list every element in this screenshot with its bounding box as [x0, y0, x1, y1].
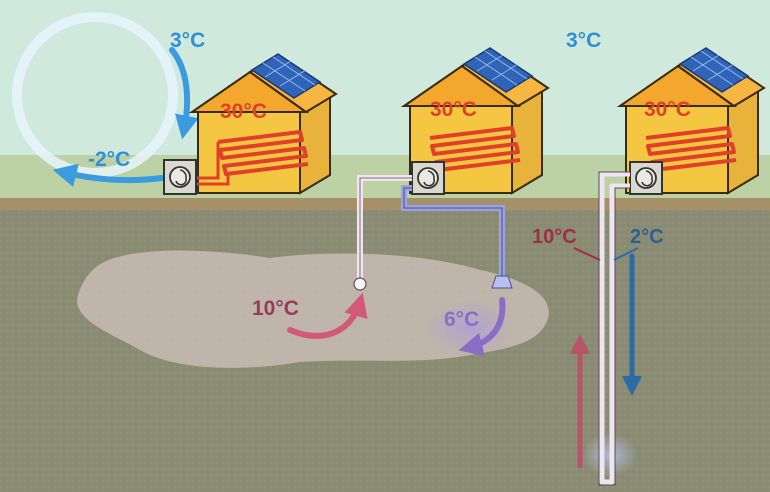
- air-circulation-ring: [12, 12, 178, 178]
- floor-temp-house2-label: 30°C: [430, 98, 477, 121]
- supply-well-intake: [353, 277, 367, 291]
- supply-flow-arrow: [287, 292, 368, 339]
- return-well-pipe-outline: [403, 187, 503, 276]
- ground-surface-line: [0, 198, 770, 212]
- borehole-down-temp-label: 2°C: [630, 226, 664, 248]
- floor-temp-house3-label: 30°C: [644, 98, 691, 121]
- groundwater-return-temp-label: 6°C: [444, 308, 479, 331]
- floor-temp-house1-label: 30°C: [220, 100, 267, 123]
- groundwater-supply-temp-label: 10°C: [252, 297, 299, 320]
- coil-pipe: [195, 142, 230, 186]
- fan-blades: [175, 169, 187, 186]
- solar-panel-grid: [262, 56, 316, 92]
- solar-panel-grid: [690, 50, 744, 86]
- solar-panel: [462, 47, 534, 93]
- borehole-leader-blue: [613, 247, 639, 261]
- air-temp-left-label: 3°C: [170, 29, 205, 52]
- air-intake-arrow: [169, 47, 199, 140]
- air-exhaust-arrow: [52, 163, 165, 188]
- fan-blades: [423, 170, 435, 187]
- cold-plume: [425, 300, 515, 356]
- solar-panel-grid: [474, 50, 528, 86]
- house-borehole: [616, 47, 766, 195]
- solar-panel: [678, 47, 750, 93]
- borehole-pipe: [599, 171, 630, 485]
- solar-panel: [250, 53, 322, 99]
- borehole-up-temp-label: 10°C: [532, 226, 577, 248]
- fan-blades: [641, 170, 653, 187]
- borehole-pipe-outline: [598, 171, 630, 486]
- floor-heating-coil: [217, 130, 309, 176]
- borehole-leader-red: [573, 247, 601, 261]
- return-flow-arrow: [458, 297, 506, 357]
- house-groundwater: [400, 47, 550, 195]
- house-air-source: [163, 53, 338, 195]
- air-exhaust-temp-label: -2°C: [88, 148, 130, 171]
- supply-well-pipe-outline: [359, 177, 412, 278]
- air-temp-right-label: 3°C: [566, 29, 601, 52]
- return-well-outlet: [491, 275, 513, 289]
